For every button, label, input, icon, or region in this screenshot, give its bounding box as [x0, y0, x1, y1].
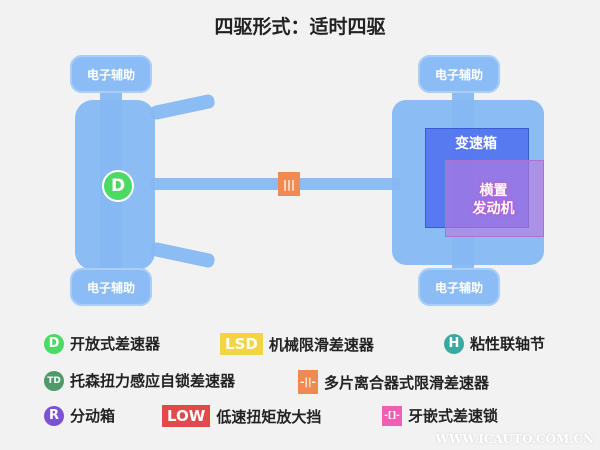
- page-title: 四驱形式：适时四驱: [214, 16, 386, 38]
- legend-label: 分动箱: [70, 407, 116, 425]
- lsd-icon: LSD: [220, 333, 263, 355]
- wheel-rear-left: 电子辅助: [70, 55, 152, 93]
- legend-item-viscous: H 粘性联轴节: [444, 333, 545, 354]
- legend-label: 开放式差速器: [70, 335, 161, 353]
- transmission-label: 变速箱: [455, 136, 497, 152]
- wheel-front-left: 电子辅助: [418, 55, 500, 93]
- locker-icon: -[]-: [382, 405, 402, 426]
- wheel-front-right: 电子辅助: [418, 268, 500, 306]
- multi-plate-clutch-icon: |||: [278, 172, 300, 196]
- legend-label: 低速扭矩放大挡: [216, 407, 322, 426]
- wheel-label: 电子辅助: [434, 67, 483, 82]
- legend-label: 机械限滑差速器: [268, 335, 374, 354]
- engine-label: 横置 发动机: [445, 182, 542, 218]
- legend-item-lsd: LSD 机械限滑差速器: [220, 333, 374, 355]
- watermark: WWW.ICAUTO.COM.CN: [435, 432, 594, 446]
- wheel-label: 电子辅助: [86, 67, 135, 82]
- wheel-rear-right: 电子辅助: [70, 268, 152, 306]
- engine-label-line1: 横置: [479, 183, 508, 199]
- wheel-label: 电子辅助: [434, 280, 483, 295]
- rear-axle-arm-top: [149, 93, 216, 121]
- legend-label: 多片离合器式限滑差速器: [324, 373, 490, 392]
- rear-open-differential-badge: D: [102, 170, 134, 202]
- legend-item-low-range: LOW 低速扭矩放大挡: [162, 405, 321, 427]
- drive-shaft: [150, 178, 400, 190]
- legend-label: 托森扭力感应自锁差速器: [70, 372, 236, 390]
- transfer-case-icon: R: [44, 405, 64, 426]
- legend-label: 牙嵌式差速锁: [408, 407, 499, 425]
- legend-item-multiplate: -||- 多片离合器式限滑差速器: [298, 370, 489, 394]
- legend-item-open-diff: D 开放式差速器: [44, 333, 160, 354]
- viscous-coupling-icon: H: [444, 333, 464, 354]
- torsen-icon: TD: [44, 370, 64, 391]
- engine-label-line2: 发动机: [472, 201, 515, 217]
- wheel-label: 电子辅助: [86, 280, 135, 295]
- engine-box: [445, 160, 544, 237]
- legend-item-torsen: TD 托森扭力感应自锁差速器: [44, 370, 235, 391]
- rear-axle-arm-bottom: [149, 241, 216, 269]
- legend-item-locker: -[]- 牙嵌式差速锁: [382, 405, 498, 426]
- legend-item-transfer-case: R 分动箱: [44, 405, 115, 426]
- multi-plate-icon: -||-: [298, 370, 318, 394]
- low-range-icon: LOW: [162, 405, 211, 427]
- open-diff-icon: D: [44, 333, 64, 354]
- legend-label: 粘性联轴节: [470, 335, 546, 353]
